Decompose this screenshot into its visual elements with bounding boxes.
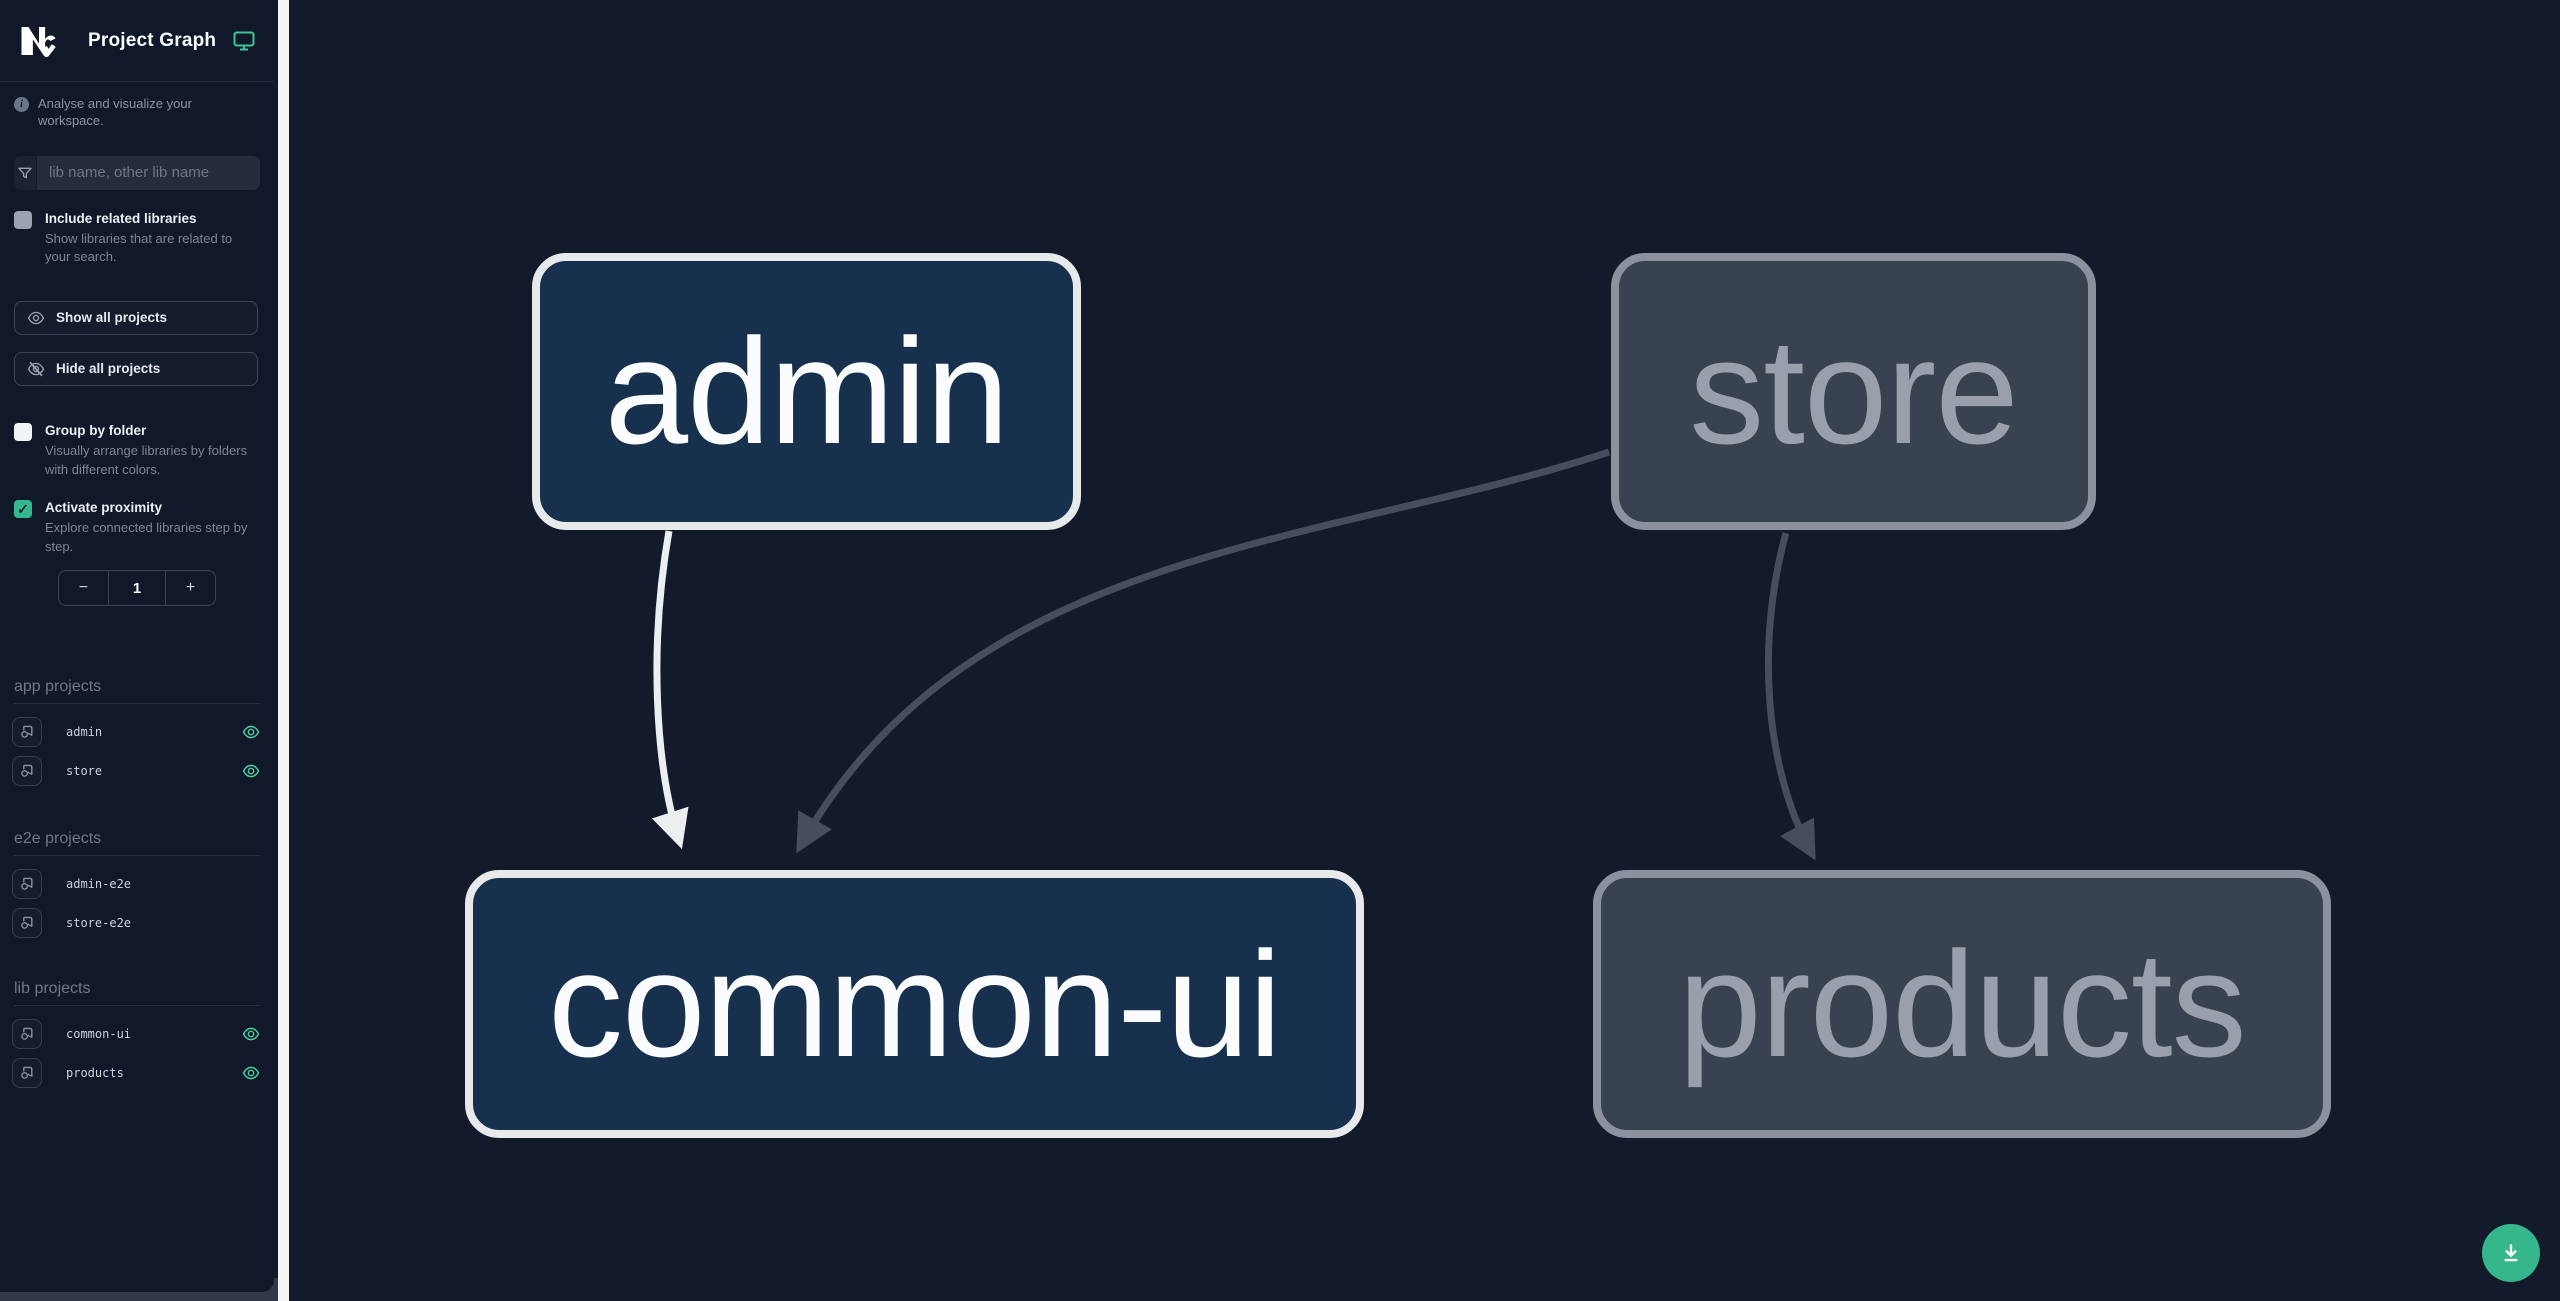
section-heading-e2e-projects: e2e projects <box>14 830 260 857</box>
toggle-visibility-eye-icon[interactable] <box>242 762 260 780</box>
project-row-admin: admin <box>12 717 260 748</box>
focus-project-button[interactable] <box>12 908 42 939</box>
project-label: admin <box>66 725 103 740</box>
eye-off-icon <box>27 361 45 377</box>
group-by-folder-description: Visually arrange libraries by folders wi… <box>45 443 248 477</box>
group-by-folder-checkbox[interactable] <box>14 422 32 441</box>
proximity-value: 1 <box>107 571 167 606</box>
graph-node-products[interactable]: products <box>1593 870 2331 1138</box>
include-related-description: Show libraries that are related to your … <box>45 231 233 265</box>
node-label: common-ui <box>548 919 1282 1088</box>
activate-proximity-checkbox[interactable]: ✓ <box>14 500 32 519</box>
section-heading-lib-projects: lib projects <box>14 980 260 1007</box>
group-by-folder-label: Group by folder <box>45 422 147 438</box>
project-label: products <box>66 1066 124 1081</box>
workspace-info-text: Analyse and visualize your workspace. <box>38 96 192 128</box>
project-row-admin-e2e: admin-e2e <box>12 869 260 900</box>
edge-store-to-products[interactable] <box>1764 532 1816 861</box>
node-label: products <box>1678 919 2246 1088</box>
filter-funnel-icon <box>14 155 37 190</box>
graph-edges <box>651 448 1816 861</box>
nx-logo-icon <box>21 26 56 57</box>
graph-node-common-ui[interactable]: common-ui <box>465 870 1364 1138</box>
page-title: Project Graph <box>88 29 217 51</box>
monitor-icon[interactable] <box>232 29 256 53</box>
graph-node-admin[interactable]: admin <box>532 253 1081 530</box>
focus-project-button[interactable] <box>12 869 42 900</box>
download-icon <box>2504 1244 2518 1262</box>
project-graph-canvas[interactable]: admin store common-ui products <box>289 0 2560 1301</box>
activate-proximity-description: Explore connected libraries step by step… <box>45 520 248 554</box>
focus-project-button[interactable] <box>12 1019 42 1050</box>
project-label: admin-e2e <box>66 877 132 892</box>
search-input[interactable] <box>37 155 260 190</box>
focus-project-button[interactable] <box>12 1058 42 1089</box>
section-heading-app-projects: app projects <box>14 678 260 705</box>
project-row-store: store <box>12 756 260 787</box>
sidebar: Project Graph i Analyse and visualize yo… <box>0 0 274 1292</box>
search-box <box>14 155 260 190</box>
group-by-folder-option: Group by folder Visually arrange librari… <box>0 422 274 479</box>
project-row-common-ui: common-ui <box>12 1019 260 1050</box>
project-label: common-ui <box>66 1027 132 1042</box>
focus-project-button[interactable] <box>12 756 42 787</box>
show-all-projects-button[interactable]: Show all projects <box>14 300 258 335</box>
project-row-store-e2e: store-e2e <box>12 908 260 939</box>
edge-admin-to-common-ui[interactable] <box>651 530 689 850</box>
graph-node-store[interactable]: store <box>1611 253 2096 530</box>
sidebar-canvas-divider <box>278 0 289 1301</box>
include-related-option: Include related libraries Show libraries… <box>0 210 274 267</box>
eye-icon <box>27 311 45 325</box>
include-related-checkbox[interactable] <box>14 210 32 229</box>
hide-all-projects-button[interactable]: Hide all projects <box>14 351 258 386</box>
show-all-projects-label: Show all projects <box>56 310 168 326</box>
focus-project-button[interactable] <box>12 717 42 748</box>
download-image-button[interactable] <box>2482 1224 2540 1282</box>
include-related-label: Include related libraries <box>45 210 197 226</box>
proximity-decrement-button[interactable]: − <box>59 571 108 605</box>
node-label: store <box>1689 307 2018 475</box>
toggle-visibility-eye-icon[interactable] <box>242 723 260 741</box>
activate-proximity-option: ✓ Activate proximity Explore connected l… <box>0 499 274 556</box>
edge-store-to-common-ui[interactable] <box>796 448 1611 854</box>
toggle-visibility-eye-icon[interactable] <box>242 1064 260 1082</box>
proximity-stepper: − 1 + <box>58 570 216 607</box>
workspace-info: i Analyse and visualize your workspace. <box>0 82 274 130</box>
node-label: admin <box>604 307 1010 475</box>
activate-proximity-label: Activate proximity <box>45 500 163 516</box>
project-label: store-e2e <box>66 916 132 931</box>
project-row-products: products <box>12 1058 260 1089</box>
proximity-increment-button[interactable]: + <box>166 571 215 605</box>
hide-all-projects-label: Hide all projects <box>56 361 161 377</box>
toggle-visibility-eye-icon[interactable] <box>242 1025 260 1043</box>
sidebar-header: Project Graph <box>0 0 274 82</box>
info-icon: i <box>14 97 29 112</box>
project-label: store <box>66 764 103 779</box>
